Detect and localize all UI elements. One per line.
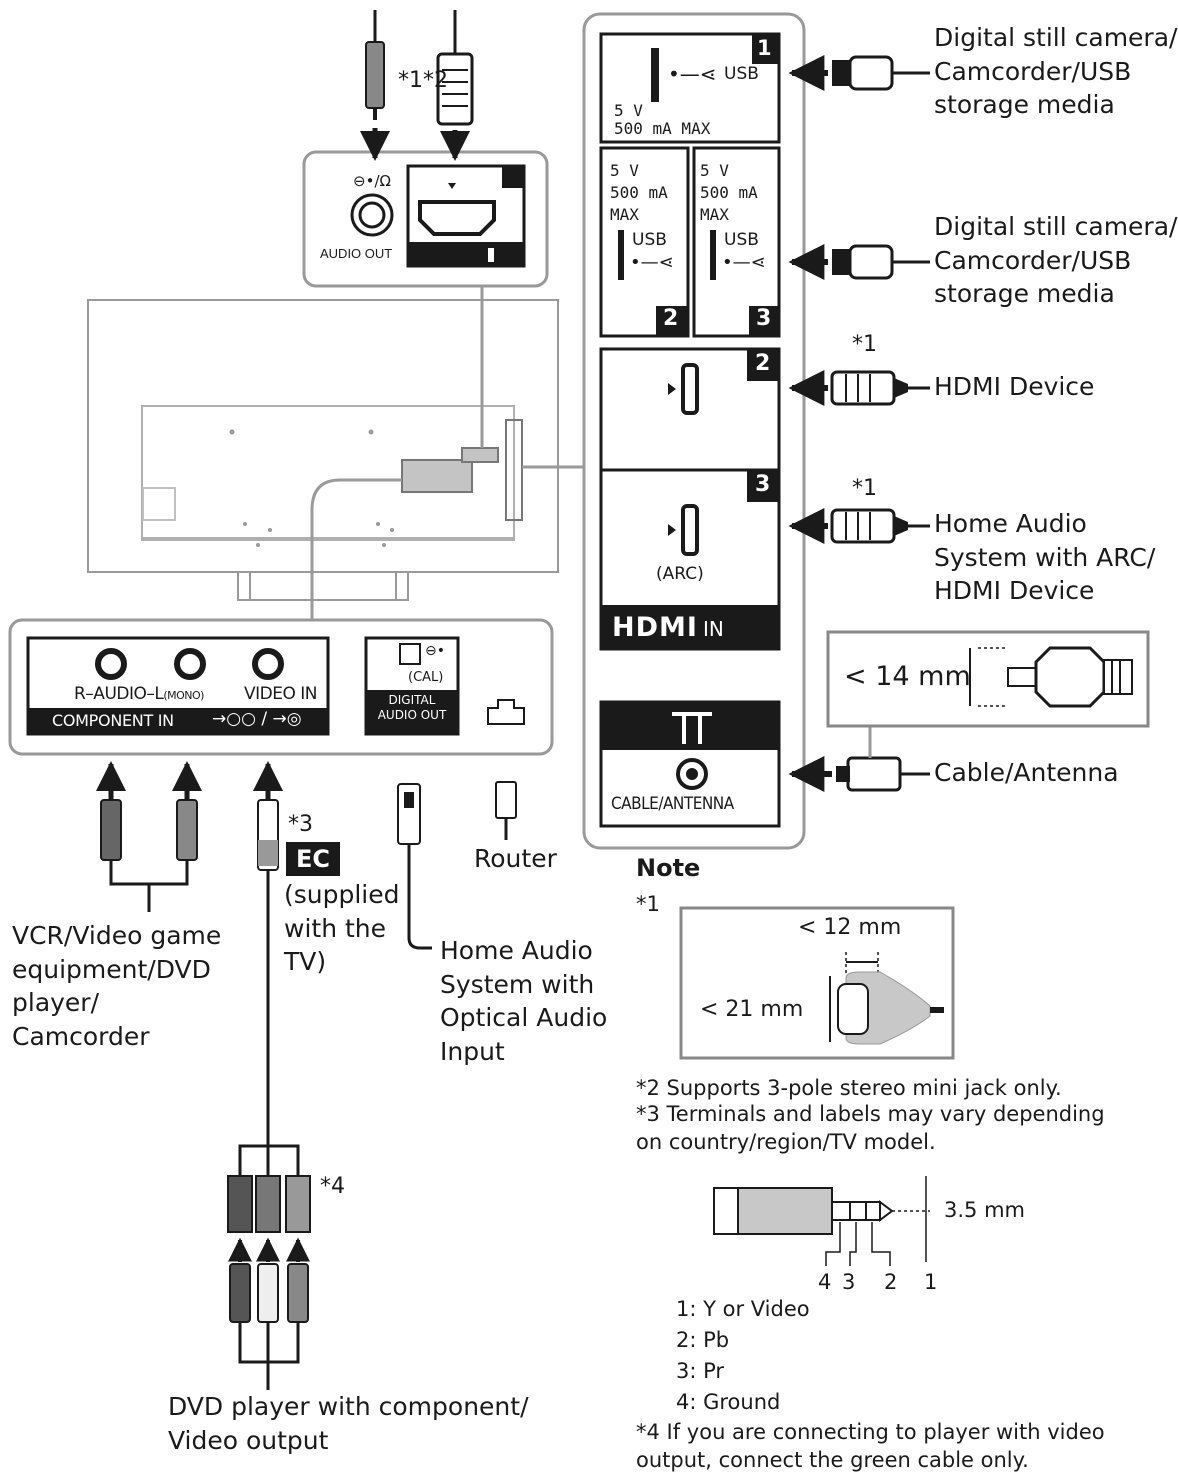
note-4: *4 If you are connecting to player with … [636, 1420, 1105, 1472]
minijack-figure [713, 1176, 930, 1266]
audio-out-label: AUDIO OUT [320, 246, 393, 261]
usb2-label: USB [632, 230, 667, 250]
jack-pin-4: 4 [818, 1270, 832, 1294]
usb3-icon: •—⋖ [722, 252, 766, 273]
optical-out-icon: ⊖• [425, 643, 445, 659]
leader-lines [310, 286, 584, 620]
antenna-icon [672, 712, 712, 744]
hdmi-plug-icon-2 [830, 370, 896, 406]
usb-plug-icon-1 [832, 60, 850, 86]
headphone-icon: ⊖•/Ω [353, 172, 391, 190]
component-icons: →○○ / →◎ [212, 709, 302, 729]
asterisk-ec: *3 [288, 812, 313, 837]
hdmi2-number: 2 [755, 351, 771, 376]
usb-icon: •—⋖ [668, 62, 717, 86]
coax-plug-icon [846, 756, 902, 792]
asterisk-hdmi2: *1 [852, 332, 877, 357]
asterisk-component: *4 [320, 1174, 345, 1199]
usb-plug-icon-2 [832, 249, 850, 275]
usb3-label: USB [724, 230, 759, 250]
jack-pin-1: 1 [924, 1270, 938, 1294]
component-plug-icon-2 [255, 1175, 281, 1233]
lan-port-icon [487, 699, 525, 725]
usb1-number: 1 [757, 36, 772, 60]
usb1-label: USB [724, 64, 759, 84]
hdmi3-number: 3 [755, 472, 771, 497]
note-2: *2 Supports 3-pole stereo mini jack only… [636, 1076, 1062, 1100]
arc-label: (ARC) [656, 564, 704, 584]
tv-back-outline [87, 299, 559, 601]
jack-pin-3: 3 [842, 1270, 856, 1294]
usb2-icon: •—⋖ [630, 252, 674, 273]
dvd-component-label: DVD player with component/Video output [168, 1392, 529, 1455]
tv-screw-dots [229, 429, 394, 547]
coax-dimension-label: < 14 mm [844, 661, 971, 692]
jack-dimension-label: 3.5 mm [944, 1198, 1025, 1222]
hdmi-in-logo: HDMI IN [612, 612, 724, 643]
hdmi-port-2 [681, 363, 699, 415]
rca-plug-icon-r [100, 799, 122, 861]
jack-pin-2: 2 [884, 1270, 898, 1294]
r-audio-l-label: R–AUDIO–L(MONO) [74, 684, 204, 704]
router-label: Router [474, 844, 557, 873]
top-panel: ⊖•/Ω [302, 150, 549, 288]
cable-antenna-label: Cable/Antenna [934, 758, 1119, 787]
audio-l-jack [174, 648, 206, 680]
component-plug-icon-1 [227, 1175, 253, 1233]
tv-terminal-block [401, 459, 473, 493]
usb3-number: 3 [756, 306, 772, 331]
top-cables [360, 10, 474, 161]
note-3: *3 Terminals and labels may vary dependi… [636, 1102, 1105, 1154]
video-in-label: VIDEO IN [244, 684, 318, 704]
ec-badge: EC [286, 842, 340, 876]
note-1-marker: *1 [636, 892, 660, 916]
rca-plug-icon-l [176, 799, 198, 861]
hdmi2-device-label: HDMI Device [934, 372, 1095, 401]
bottom-cables [96, 761, 517, 1390]
asterisk-hdmi3: *1 [852, 476, 877, 501]
side-panel: •—⋖ [582, 12, 806, 850]
asterisk-top: *1*2 [398, 68, 448, 93]
bottom-panel [8, 618, 554, 756]
coax-dimension-box [826, 630, 1150, 728]
minijack-plug-icon [365, 41, 385, 109]
hdmi-port-3 [681, 504, 699, 556]
audio-r-jack [95, 648, 127, 680]
ical-label: (CAL) [408, 670, 444, 685]
lan-plug-icon [495, 781, 517, 819]
usb2-number: 2 [663, 306, 679, 331]
cable-antenna-panel-label: CABLE/ANTENNA [611, 794, 734, 814]
hdmi-width-label: < 12 mm [798, 915, 902, 940]
note-title: Note [636, 854, 701, 882]
hdmi-dimension-figure [679, 906, 955, 1060]
tv-terminal-small [461, 447, 499, 463]
component-plug-icon-3 [285, 1175, 311, 1233]
side-cables [788, 55, 930, 792]
hdmi-height-label: < 21 mm [700, 997, 804, 1022]
hdmi-plug-icon-3 [830, 508, 896, 544]
component-in-label: COMPONENT IN [52, 711, 174, 730]
video-in-jack [252, 648, 284, 680]
optical-port [399, 643, 421, 665]
